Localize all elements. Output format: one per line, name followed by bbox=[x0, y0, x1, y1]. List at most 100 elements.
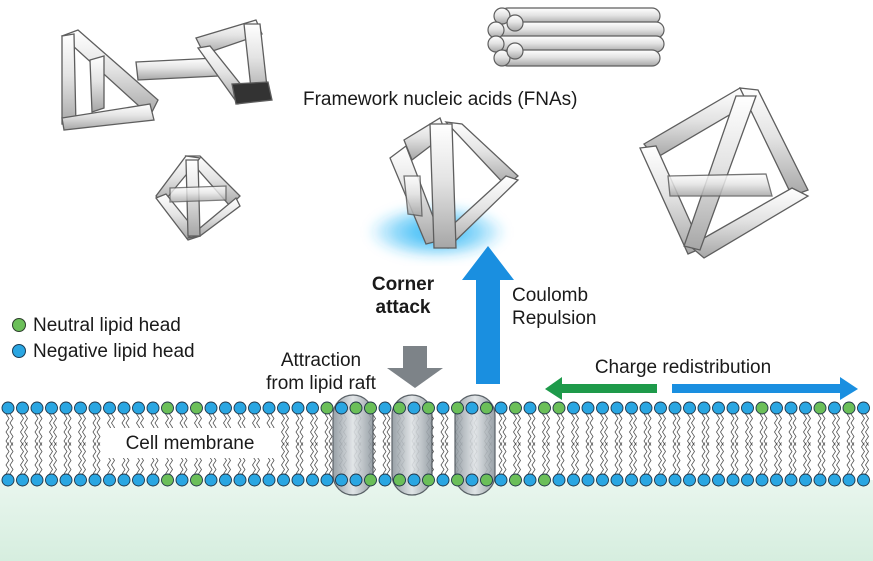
negative-lipid-head bbox=[233, 473, 247, 487]
negative-lipid-head bbox=[248, 401, 261, 415]
negative-lipid-head bbox=[219, 401, 232, 415]
negative-lipid-head bbox=[799, 473, 812, 487]
membrane-tails bbox=[5, 413, 869, 475]
neutral-lipid-head bbox=[393, 401, 406, 415]
negative-lipid-head bbox=[74, 401, 87, 415]
neutral-lipid-head bbox=[190, 473, 203, 487]
neutral-lipid-head bbox=[552, 401, 566, 415]
charge-right-arrow bbox=[672, 377, 858, 400]
negative-lipid-head bbox=[349, 473, 363, 487]
negative-lipid-head bbox=[436, 401, 450, 415]
negative-lipid-head bbox=[857, 401, 870, 415]
negative-lipid-head bbox=[16, 473, 29, 487]
negative-lipid-head bbox=[320, 473, 334, 487]
coulomb-label-line1: Coulomb bbox=[512, 285, 588, 306]
negative-lipid-head bbox=[117, 473, 131, 487]
negative-lipid-head bbox=[610, 473, 624, 487]
negative-lipid-head bbox=[465, 473, 479, 487]
negative-lipid-head bbox=[625, 401, 638, 415]
negative-lipid-head bbox=[262, 473, 276, 487]
negative-lipid-head bbox=[1, 401, 15, 415]
negative-lipid-head bbox=[726, 473, 740, 487]
negative-lipid-head bbox=[784, 401, 798, 415]
negative-lipid-head bbox=[45, 401, 58, 415]
negative-lipid-head bbox=[378, 401, 392, 415]
negative-lipid-head bbox=[610, 401, 624, 415]
neutral-lipid-head bbox=[480, 473, 493, 487]
negative-lipid-head bbox=[581, 473, 595, 487]
negative-lipid-head bbox=[59, 401, 73, 415]
negative-lipid-head bbox=[204, 401, 218, 415]
negative-lipid-head bbox=[1, 473, 15, 487]
negative-lipid-head bbox=[88, 473, 102, 487]
neutral-lipid-head bbox=[451, 473, 464, 487]
negative-lipid-head bbox=[103, 473, 116, 487]
negative-lipid-head bbox=[523, 401, 537, 415]
legend-negative-dot bbox=[12, 344, 26, 358]
negative-lipid-head bbox=[74, 473, 87, 487]
negative-lipid-head bbox=[683, 401, 696, 415]
negative-lipid-head bbox=[741, 473, 754, 487]
negative-lipid-head bbox=[465, 401, 479, 415]
neutral-lipid-head bbox=[422, 401, 435, 415]
neutral-lipid-head bbox=[190, 401, 203, 415]
raft-channel bbox=[332, 394, 374, 496]
negative-lipid-head bbox=[552, 473, 566, 487]
neutral-lipid-head bbox=[393, 473, 406, 487]
cell-membrane-label: Cell membrane bbox=[126, 433, 255, 454]
negative-lipid-head bbox=[770, 401, 783, 415]
negative-lipid-head bbox=[813, 473, 827, 487]
negative-lipid-head bbox=[146, 401, 160, 415]
negative-lipid-head bbox=[683, 473, 696, 487]
negative-lipid-head bbox=[262, 401, 276, 415]
neutral-lipid-head bbox=[480, 401, 493, 415]
negative-lipid-head bbox=[639, 473, 653, 487]
negative-lipid-head bbox=[30, 401, 44, 415]
negative-lipid-head bbox=[306, 473, 319, 487]
cell-membrane-label-bg bbox=[104, 428, 276, 458]
negative-lipid-head bbox=[494, 401, 508, 415]
neutral-lipid-head bbox=[364, 401, 377, 415]
attraction-label-line2: from lipid raft bbox=[266, 373, 377, 394]
neutral-lipid-head bbox=[161, 401, 174, 415]
negative-lipid-head bbox=[697, 473, 711, 487]
neutral-lipid-head bbox=[161, 473, 174, 487]
negative-lipid-head bbox=[726, 401, 740, 415]
corner-attack-label-line2: attack bbox=[376, 297, 431, 318]
negative-lipid-head bbox=[755, 473, 769, 487]
negative-lipid-head bbox=[842, 473, 856, 487]
negative-lipid-head bbox=[146, 473, 160, 487]
negative-lipid-head bbox=[741, 401, 754, 415]
neutral-lipid-head bbox=[349, 401, 363, 415]
neutral-lipid-head bbox=[538, 401, 551, 415]
negative-lipid-head bbox=[335, 473, 348, 487]
negative-lipid-head bbox=[16, 401, 29, 415]
negative-lipid-head bbox=[828, 401, 841, 415]
negative-lipid-head bbox=[567, 473, 580, 487]
neutral-lipid-head bbox=[451, 401, 464, 415]
neutral-lipid-head bbox=[538, 473, 551, 487]
negative-lipid-head bbox=[625, 473, 638, 487]
negative-lipid-head bbox=[407, 473, 421, 487]
fna-title-label: Framework nucleic acids (FNAs) bbox=[303, 89, 578, 110]
negative-lipid-head bbox=[59, 473, 73, 487]
negative-lipid-head bbox=[132, 401, 145, 415]
negative-lipid-head bbox=[219, 473, 232, 487]
negative-lipid-head bbox=[654, 401, 667, 415]
fna-tetrahedron-attacking bbox=[389, 117, 520, 249]
negative-lipid-head bbox=[45, 473, 58, 487]
cytoplasm-region bbox=[0, 480, 873, 561]
negative-lipid-head bbox=[291, 401, 305, 415]
negative-lipid-head bbox=[175, 473, 189, 487]
negative-lipid-head bbox=[799, 401, 812, 415]
negative-lipid-head bbox=[436, 473, 450, 487]
negative-lipid-head bbox=[117, 401, 131, 415]
negative-lipid-head bbox=[581, 401, 595, 415]
negative-lipid-head bbox=[596, 401, 609, 415]
negative-lipid-head bbox=[132, 473, 145, 487]
negative-lipid-head bbox=[567, 401, 580, 415]
negative-lipid-head bbox=[639, 401, 653, 415]
legend-neutral-dot bbox=[12, 318, 26, 332]
negative-lipid-head bbox=[712, 401, 725, 415]
coulomb-label-line2: Repulsion bbox=[512, 308, 597, 329]
